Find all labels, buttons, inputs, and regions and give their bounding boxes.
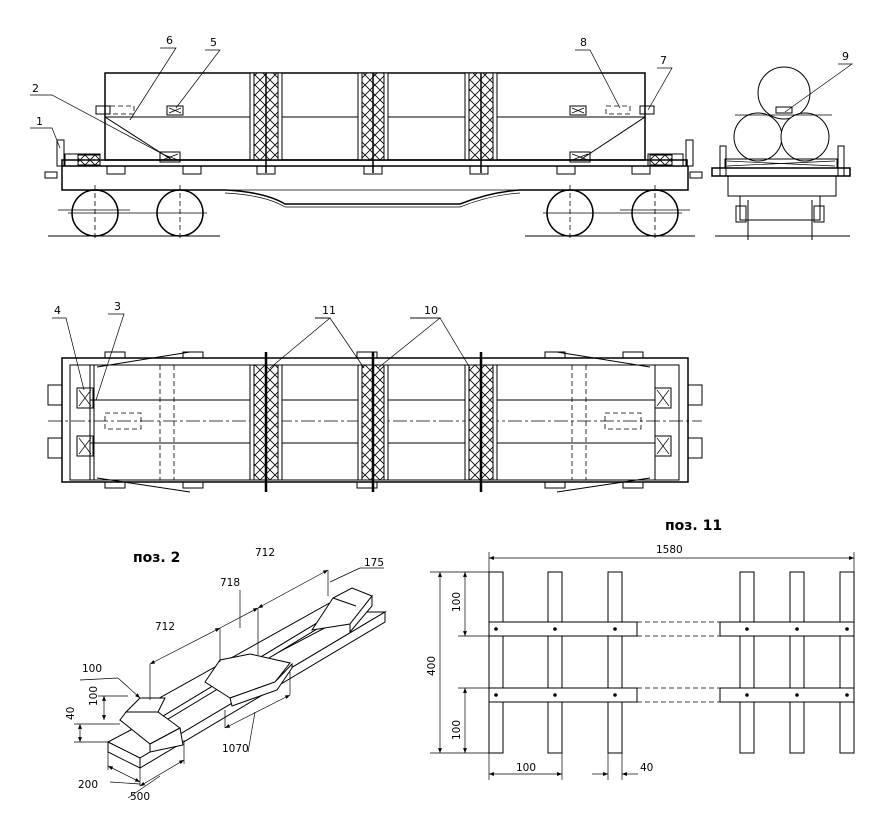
chock-pos2-left <box>159 151 181 163</box>
side-view <box>44 72 703 240</box>
pos2-dim-200: 200 <box>78 779 98 791</box>
pos11-dim-40: 40 <box>640 762 653 774</box>
callout-9: 9 <box>842 50 849 63</box>
pipe-left <box>733 112 783 162</box>
pos11-vertical-slats <box>488 571 855 754</box>
end-block-right <box>647 153 684 167</box>
pipe-right <box>780 112 830 162</box>
end-post-right <box>685 139 694 167</box>
end-view <box>711 66 851 240</box>
bogie-left <box>48 185 220 240</box>
pos11-dim-100-bottom: 100 <box>516 762 536 774</box>
deck-floor <box>61 159 688 167</box>
detail-pos2-title: поз. 2 <box>133 550 180 566</box>
pos11-dim-100-upper: 100 <box>451 592 463 612</box>
callout-8: 8 <box>580 36 587 49</box>
callout-7: 7 <box>660 54 667 67</box>
callout-leaders <box>30 47 854 401</box>
pos2-dim-712-top: 712 <box>255 547 275 559</box>
pos2-dim-100-top: 100 <box>82 663 102 675</box>
block-pos5-left <box>166 105 184 116</box>
bogie-right <box>525 185 695 240</box>
callout-6: 6 <box>166 34 173 47</box>
block-pos8-left <box>95 105 111 115</box>
pos11-dim-400: 400 <box>426 656 438 676</box>
pos2-dim-40: 40 <box>65 707 77 720</box>
callout-labels: 1 2 3 4 5 6 7 8 9 10 11 <box>32 34 849 317</box>
pipe-top <box>757 66 811 120</box>
callout-11: 11 <box>322 304 336 317</box>
block-pos7-right <box>639 105 655 115</box>
detail-pos11: поз. 11 <box>426 518 855 780</box>
block-pos8-right <box>605 105 631 115</box>
pos11-dim-1580: 1580 <box>656 544 683 556</box>
pos2-dim-175: 175 <box>364 557 384 569</box>
callout-5: 5 <box>210 36 217 49</box>
pos11-nails <box>494 627 849 697</box>
pos2-dim-718: 718 <box>220 577 240 589</box>
pos2-dim-100-side: 100 <box>88 686 100 706</box>
callout-1: 1 <box>36 115 43 128</box>
pos2-block-back <box>310 587 373 631</box>
plan-end-block-pos4 <box>76 387 94 409</box>
callout-10: 10 <box>424 304 438 317</box>
plan-view <box>47 351 703 493</box>
pos2-dim-712-left: 712 <box>155 621 175 633</box>
callout-2: 2 <box>32 82 39 95</box>
spacer-frames-plan <box>249 352 498 492</box>
detail-pos11-title: поз. 11 <box>665 518 722 534</box>
wire-tie-right <box>579 116 646 161</box>
end-post-left <box>56 139 65 167</box>
end-view-block-pos9 <box>775 106 793 114</box>
pos11-dim-100-lower: 100 <box>451 720 463 740</box>
pos2-dim-500: 500 <box>130 791 150 803</box>
spacer-frames-side <box>249 72 498 173</box>
detail-pos2: поз. 2 <box>65 547 387 803</box>
pos11-horizontal-bars <box>488 621 855 703</box>
pos2-dim-1070: 1070 <box>222 743 249 755</box>
callout-4: 4 <box>54 304 61 317</box>
end-view-deck <box>711 167 851 177</box>
wagon-frame <box>61 166 689 205</box>
callout-3: 3 <box>114 300 121 313</box>
